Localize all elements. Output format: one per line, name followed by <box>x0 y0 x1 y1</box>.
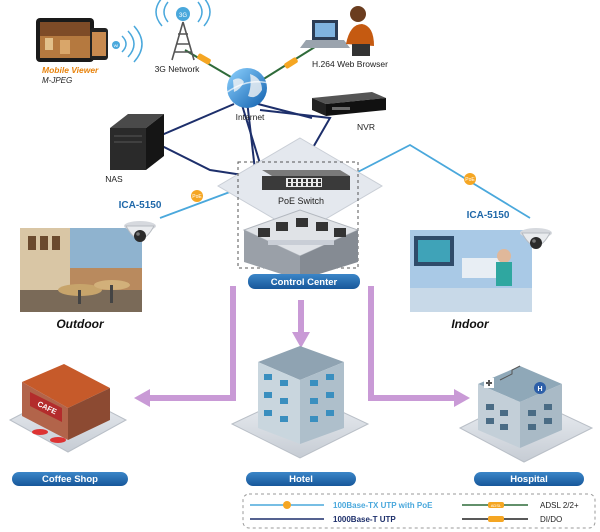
desk-icon <box>300 40 350 48</box>
flow-arrows <box>134 286 470 407</box>
hotel-building: Hotel <box>230 346 370 486</box>
svg-text:3G: 3G <box>179 13 187 19</box>
hotel-icon <box>258 362 300 444</box>
poe-badge-left: PoE <box>192 194 202 200</box>
nvr-device: NVR <box>312 92 386 132</box>
signal-wave-icon <box>163 1 169 23</box>
cell-tower: 3G 3G Network <box>155 0 211 74</box>
hospital-label: Hospital <box>510 474 547 485</box>
hotel-label: Hotel <box>289 474 313 485</box>
svg-text:H: H <box>537 386 542 393</box>
web-browser-user: H.264 Web Browser <box>300 6 388 69</box>
control-center-label: Control Center <box>271 277 338 288</box>
legend-poe-badge-icon <box>283 501 291 509</box>
wifi-badge-icon <box>112 41 120 49</box>
nvr-label: NVR <box>357 122 375 132</box>
camera-right-label: ICA-5150 <box>467 210 510 221</box>
legend: 100Base-TX UTP with PoE 1000Base-T UTP A… <box>242 493 596 529</box>
mobile-viewer: Wi Mobile Viewer M-JPEG <box>36 18 143 85</box>
indoor-label: Indoor <box>451 317 490 331</box>
arrow-to-hospital <box>368 286 456 401</box>
internet-globe: Internet <box>221 68 273 122</box>
legend-adsl-label: ADSL 2/2+ <box>540 501 579 510</box>
wifi-wave-icon <box>121 35 127 53</box>
coffee-shop-label: Coffee Shop <box>42 474 98 485</box>
arrow-to-coffee-shop <box>148 286 236 401</box>
poe-badge-left-icon <box>191 190 203 202</box>
camera-left-group: ICA-5150 Outdoor <box>20 200 162 331</box>
legend-dido-badge-icon <box>488 516 504 522</box>
camera-left-label: ICA-5150 <box>119 200 162 211</box>
coffee-shop-building: CAFE Coffee Shop <box>8 364 128 486</box>
web-browser-label: H.264 Web Browser <box>312 59 388 69</box>
control-room-workstations <box>258 218 346 245</box>
hospital-building: H Hospital <box>458 365 594 486</box>
nas-label: NAS <box>105 174 123 184</box>
network-3g-label: 3G Network <box>155 64 201 74</box>
adsl-badge-right <box>284 57 298 69</box>
utp-line-nvr <box>257 103 313 119</box>
camera-right-group: ICA-5150 Indoor <box>410 210 552 331</box>
mobile-viewer-format: M-JPEG <box>42 76 72 85</box>
outdoor-label: Outdoor <box>56 317 105 331</box>
nvr-icon <box>326 98 386 116</box>
adsl-badge-left <box>197 53 211 65</box>
legend-utp-label: 1000Base-T UTP <box>333 515 396 524</box>
control-zone-outline <box>237 161 359 269</box>
hospital-pill <box>474 472 584 486</box>
nas-icon <box>110 128 146 170</box>
svg-text:ADSL: ADSL <box>491 503 502 508</box>
internet-label: Internet <box>236 112 265 122</box>
control-center-pill <box>248 274 360 289</box>
control-platform: PoE Switch Control Center <box>217 137 383 289</box>
poe-badge-right-icon <box>464 173 476 185</box>
tower-icon <box>171 21 195 61</box>
hotel-pill <box>246 472 356 486</box>
mobile-viewer-label: Mobile Viewer <box>42 65 99 75</box>
poe-switch-label: PoE Switch <box>278 196 324 206</box>
poe-line-right-camera <box>349 143 531 219</box>
svg-text:Wi: Wi <box>114 43 119 48</box>
adsl-line-3g <box>184 49 237 81</box>
legend-adsl-badge-icon <box>488 502 504 508</box>
coffee-shop-pill <box>12 472 128 486</box>
legend-dido-label: DI/DO <box>540 515 562 524</box>
user-icon <box>350 6 366 22</box>
line-badges: PoE PoE <box>191 53 476 202</box>
poe-badge-right: PoE <box>465 177 475 183</box>
legend-poe-label: 100Base-TX UTP with PoE <box>333 501 433 510</box>
signal-badge-icon <box>176 7 190 21</box>
nas-device: NAS <box>105 114 164 184</box>
hospital-icon <box>478 384 520 448</box>
